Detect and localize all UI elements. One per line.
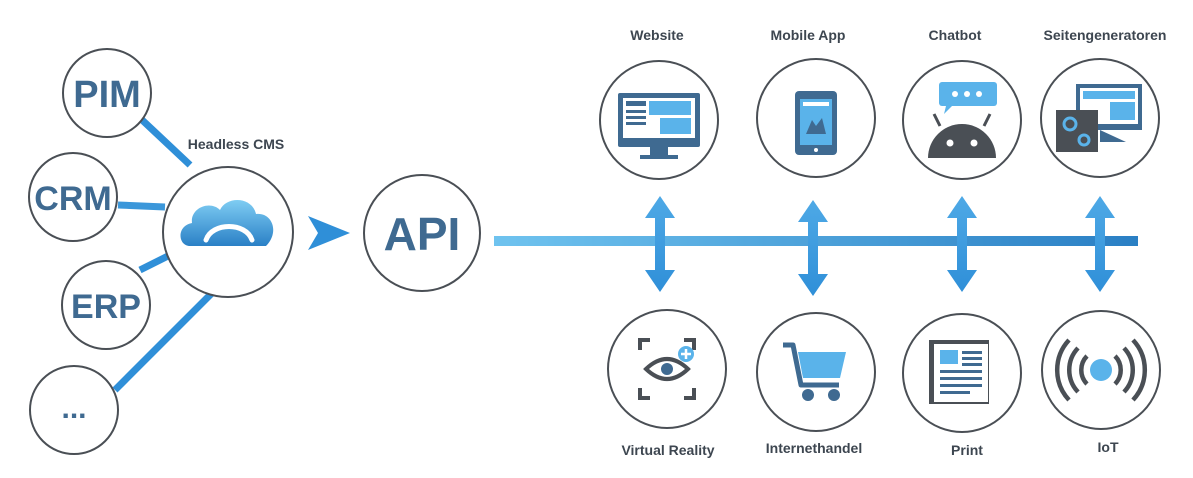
source-crm: CRM	[28, 152, 118, 242]
output-mobile-app	[756, 58, 876, 178]
chatbot-android-icon	[928, 82, 997, 158]
output-print	[902, 313, 1022, 433]
api-label: API	[384, 208, 461, 260]
output-website	[599, 60, 719, 180]
website-monitor-icon	[618, 93, 700, 159]
output-label-mobile-app: Mobile App	[770, 27, 846, 43]
page-generator-icon	[1056, 84, 1142, 152]
source-connectors	[112, 115, 218, 393]
source-pim-label: PIM	[73, 74, 141, 116]
source-erp-label: ERP	[71, 288, 141, 326]
arrow-mobile-commerce	[798, 200, 828, 296]
vr-eye-icon	[638, 338, 696, 400]
headless-cms-node	[162, 166, 294, 298]
source-crm-label: CRM	[34, 180, 111, 218]
output-label-website: Website	[630, 27, 684, 43]
output-page-generator	[1040, 58, 1160, 178]
iot-signal-icon	[1054, 338, 1148, 402]
print-document-icon	[929, 340, 989, 404]
output-label-print: Print	[951, 442, 983, 458]
cms-label: Headless CMS	[187, 136, 285, 152]
output-label-iot: IoT	[1097, 439, 1119, 455]
output-virtual-reality	[607, 309, 727, 429]
output-label-chatbot: Chatbot	[928, 27, 982, 43]
cms-to-api-arrow	[308, 216, 350, 250]
output-label-seitengeneratoren: Seitengeneratoren	[1043, 27, 1167, 43]
shopping-cart-icon	[783, 342, 846, 401]
output-internethandel	[756, 312, 876, 432]
output-iot	[1041, 310, 1161, 430]
source-more: ...	[29, 365, 119, 455]
output-label-virtual-reality: Virtual Reality	[621, 442, 715, 458]
output-label-internethandel: Internethandel	[765, 440, 863, 456]
source-more-label: ...	[61, 392, 86, 425]
api-node: API	[363, 174, 481, 292]
source-pim: PIM	[62, 48, 152, 138]
connector-more	[112, 287, 218, 393]
connector-pim	[137, 115, 193, 168]
connector-crm	[117, 201, 166, 211]
cloud-icon	[180, 199, 274, 246]
source-erp: ERP	[61, 260, 151, 350]
output-chatbot	[902, 60, 1022, 180]
mobile-tablet-icon	[795, 91, 837, 155]
